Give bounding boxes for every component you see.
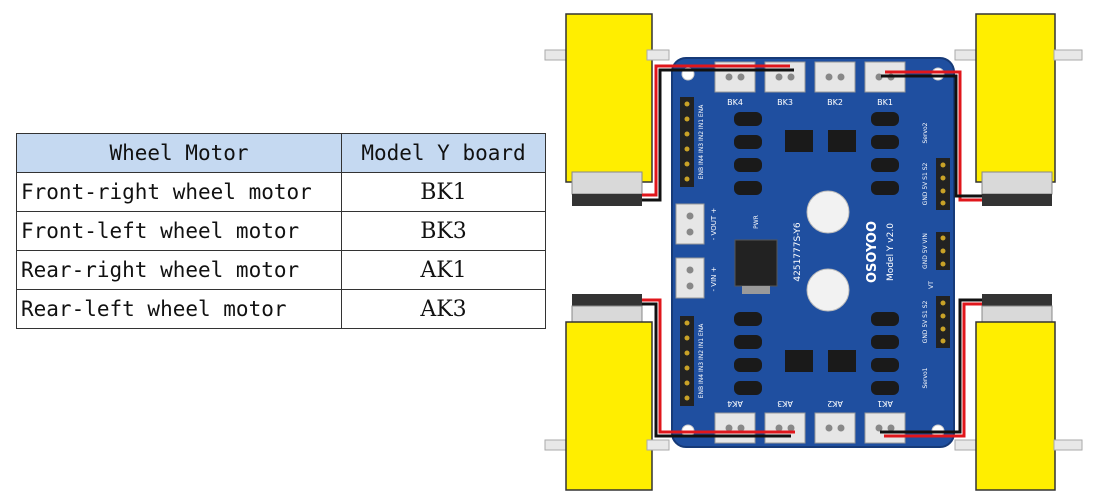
wheel-front-right bbox=[954, 13, 1083, 206]
table-row: Rear-left wheel motor AK3 bbox=[16, 289, 546, 329]
bottom-diode-array bbox=[734, 312, 899, 395]
bottom-terminals bbox=[714, 412, 906, 444]
servo2-pins-label: GND 5V S1 S2 bbox=[922, 162, 929, 205]
table-row: Front-left wheel motor BK3 bbox=[16, 211, 546, 251]
power-pins-label: GND 5V VIN bbox=[922, 233, 929, 269]
board-port-cell: AK3 bbox=[341, 289, 546, 329]
vin-connector bbox=[675, 257, 705, 299]
port-label-bk2: BK2 bbox=[827, 98, 843, 107]
table-row: Rear-right wheel motor AK1 bbox=[16, 250, 546, 290]
left-pin-header-top bbox=[680, 97, 694, 187]
capacitor bbox=[806, 190, 850, 234]
motor-driver-chips bbox=[785, 130, 856, 372]
mounting-hole bbox=[931, 67, 945, 81]
port-label-ak1: AK1 bbox=[877, 399, 893, 408]
servo1-pins-label: GND 5V S1 S2 bbox=[922, 300, 929, 343]
servo1-header bbox=[936, 296, 950, 348]
vin-label: - VIN + bbox=[710, 266, 718, 291]
serial-label: 4251777S-Y6 bbox=[793, 222, 803, 281]
table-row: Front-right wheel motor BK1 bbox=[16, 172, 546, 212]
port-label-ak4: AK4 bbox=[727, 399, 743, 408]
table-header-row: Wheel Motor Model Y board bbox=[16, 133, 546, 173]
port-label-ak2: AK2 bbox=[827, 399, 843, 408]
wire-front-left bbox=[642, 64, 794, 202]
board-wiring-diagram: BK4 BK3 BK2 BK1 AK4 AK3 AK2 AK1 ENB IN4 … bbox=[544, 13, 1083, 491]
vout-connector bbox=[675, 203, 705, 245]
left-pin-header-bottom bbox=[680, 316, 694, 406]
header-model-y-board: Model Y board bbox=[341, 133, 546, 173]
capacitor bbox=[806, 268, 850, 312]
model-y-board: BK4 BK3 BK2 BK1 AK4 AK3 AK2 AK1 ENB IN4 … bbox=[671, 57, 955, 448]
wheel-motor-mapping-table: Wheel Motor Model Y board Front-right wh… bbox=[16, 133, 546, 329]
wire-rear-left bbox=[642, 298, 795, 438]
vt-label: VT bbox=[928, 281, 935, 289]
motor-name-cell: Rear-right wheel motor bbox=[16, 250, 342, 290]
wheel-rear-left bbox=[544, 294, 670, 491]
brand-logo: OSOYOO bbox=[865, 221, 880, 283]
port-label-bk4: BK4 bbox=[727, 98, 743, 107]
motor-name-cell: Rear-left wheel motor bbox=[16, 289, 342, 329]
left-pins-bottom-label: ENB IN4 IN3 IN2 IN1 ENA bbox=[698, 323, 705, 399]
servo2-label: Servo2 bbox=[922, 122, 929, 143]
port-label-bk1: BK1 bbox=[877, 98, 893, 107]
board-port-cell: BK3 bbox=[341, 211, 546, 251]
port-label-ak3: AK3 bbox=[777, 399, 793, 408]
board-port-cell: BK1 bbox=[341, 172, 546, 212]
model-label: Model Y v2.0 bbox=[886, 223, 896, 281]
board-port-cell: AK1 bbox=[341, 250, 546, 290]
wheel-rear-right bbox=[954, 294, 1083, 491]
voltage-regulator bbox=[734, 239, 778, 294]
wire-front-right bbox=[881, 70, 982, 202]
power-header bbox=[936, 232, 950, 270]
wheel-front-left bbox=[544, 13, 670, 206]
wire-rear-right bbox=[880, 298, 982, 438]
header-wheel-motor: Wheel Motor bbox=[16, 133, 342, 173]
motor-name-cell: Front-left wheel motor bbox=[16, 211, 342, 251]
pwr-label: PWR bbox=[753, 215, 760, 229]
port-label-bk3: BK3 bbox=[777, 98, 793, 107]
left-pins-top-label: ENB IN4 IN3 IN2 IN1 ENA bbox=[698, 104, 705, 180]
top-diode-array bbox=[734, 112, 899, 195]
motor-name-cell: Front-right wheel motor bbox=[16, 172, 342, 212]
servo1-label: Servo1 bbox=[922, 367, 929, 388]
vout-label: - VOUT + bbox=[710, 208, 718, 241]
servo2-header bbox=[936, 158, 950, 210]
